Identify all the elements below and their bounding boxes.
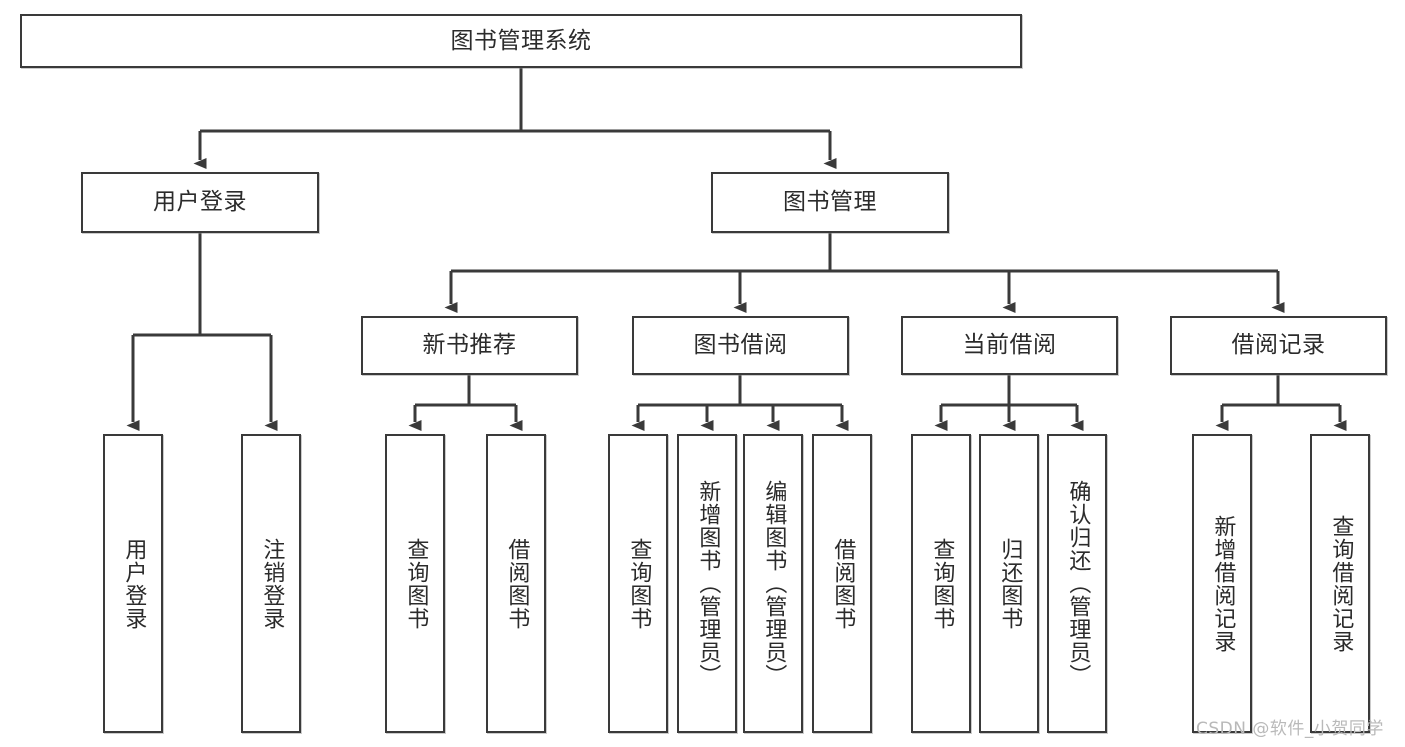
node-borrow-record[interactable]: 借阅记录	[1170, 316, 1387, 375]
node-label: 确认归还（管理员）	[1065, 480, 1091, 687]
node-label: 借阅记录	[1231, 332, 1326, 359]
node-root-system[interactable]: 图书管理系统	[20, 14, 1022, 68]
leaf-borrow-borrow-book[interactable]: 借阅图书	[812, 434, 872, 733]
leaf-current-query-book[interactable]: 查询图书	[911, 434, 971, 733]
leaf-current-confirm-return-admin[interactable]: 确认归还（管理员）	[1047, 434, 1107, 733]
node-label: 查询借阅记录	[1328, 514, 1354, 653]
node-label: 新书推荐	[422, 332, 517, 359]
node-label: 图书借阅	[693, 332, 788, 359]
node-label: 图书管理系统	[450, 27, 592, 54]
node-label: 借阅图书	[830, 537, 856, 630]
leaf-current-return-book[interactable]: 归还图书	[979, 434, 1039, 733]
node-new-book-recommend[interactable]: 新书推荐	[361, 316, 578, 375]
node-label: 当前借阅	[962, 332, 1057, 359]
node-label: 用户登录	[121, 537, 147, 630]
leaf-recommend-query-book[interactable]: 查询图书	[385, 434, 445, 733]
node-label: 用户登录	[153, 189, 247, 216]
node-label: 查询图书	[626, 537, 652, 630]
node-book-management[interactable]: 图书管理	[711, 172, 949, 233]
node-label: 借阅图书	[504, 537, 530, 630]
leaf-borrow-edit-book-admin[interactable]: 编辑图书（管理员）	[743, 434, 803, 733]
node-label: 查询图书	[929, 537, 955, 630]
leaf-borrow-add-book-admin[interactable]: 新增图书（管理员）	[677, 434, 737, 733]
node-label: 图书管理	[783, 189, 877, 216]
leaf-user-login-login[interactable]: 用户登录	[103, 434, 163, 733]
node-label: 新增图书（管理员）	[695, 480, 721, 687]
node-label: 归还图书	[997, 537, 1023, 630]
node-label: 编辑图书（管理员）	[761, 480, 787, 687]
leaf-borrow-query-book[interactable]: 查询图书	[608, 434, 668, 733]
node-current-borrow[interactable]: 当前借阅	[901, 316, 1118, 375]
leaf-record-query-record[interactable]: 查询借阅记录	[1310, 434, 1370, 733]
node-label: 注销登录	[259, 537, 285, 630]
leaf-record-add-record[interactable]: 新增借阅记录	[1192, 434, 1252, 733]
csdn-watermark: CSDN @软件_小贺同学	[1196, 719, 1384, 739]
node-book-borrow[interactable]: 图书借阅	[632, 316, 849, 375]
leaf-recommend-borrow-book[interactable]: 借阅图书	[486, 434, 546, 733]
node-user-login[interactable]: 用户登录	[81, 172, 319, 233]
node-label: 查询图书	[403, 537, 429, 630]
node-label: 新增借阅记录	[1210, 514, 1236, 653]
leaf-user-login-logout[interactable]: 注销登录	[241, 434, 301, 733]
